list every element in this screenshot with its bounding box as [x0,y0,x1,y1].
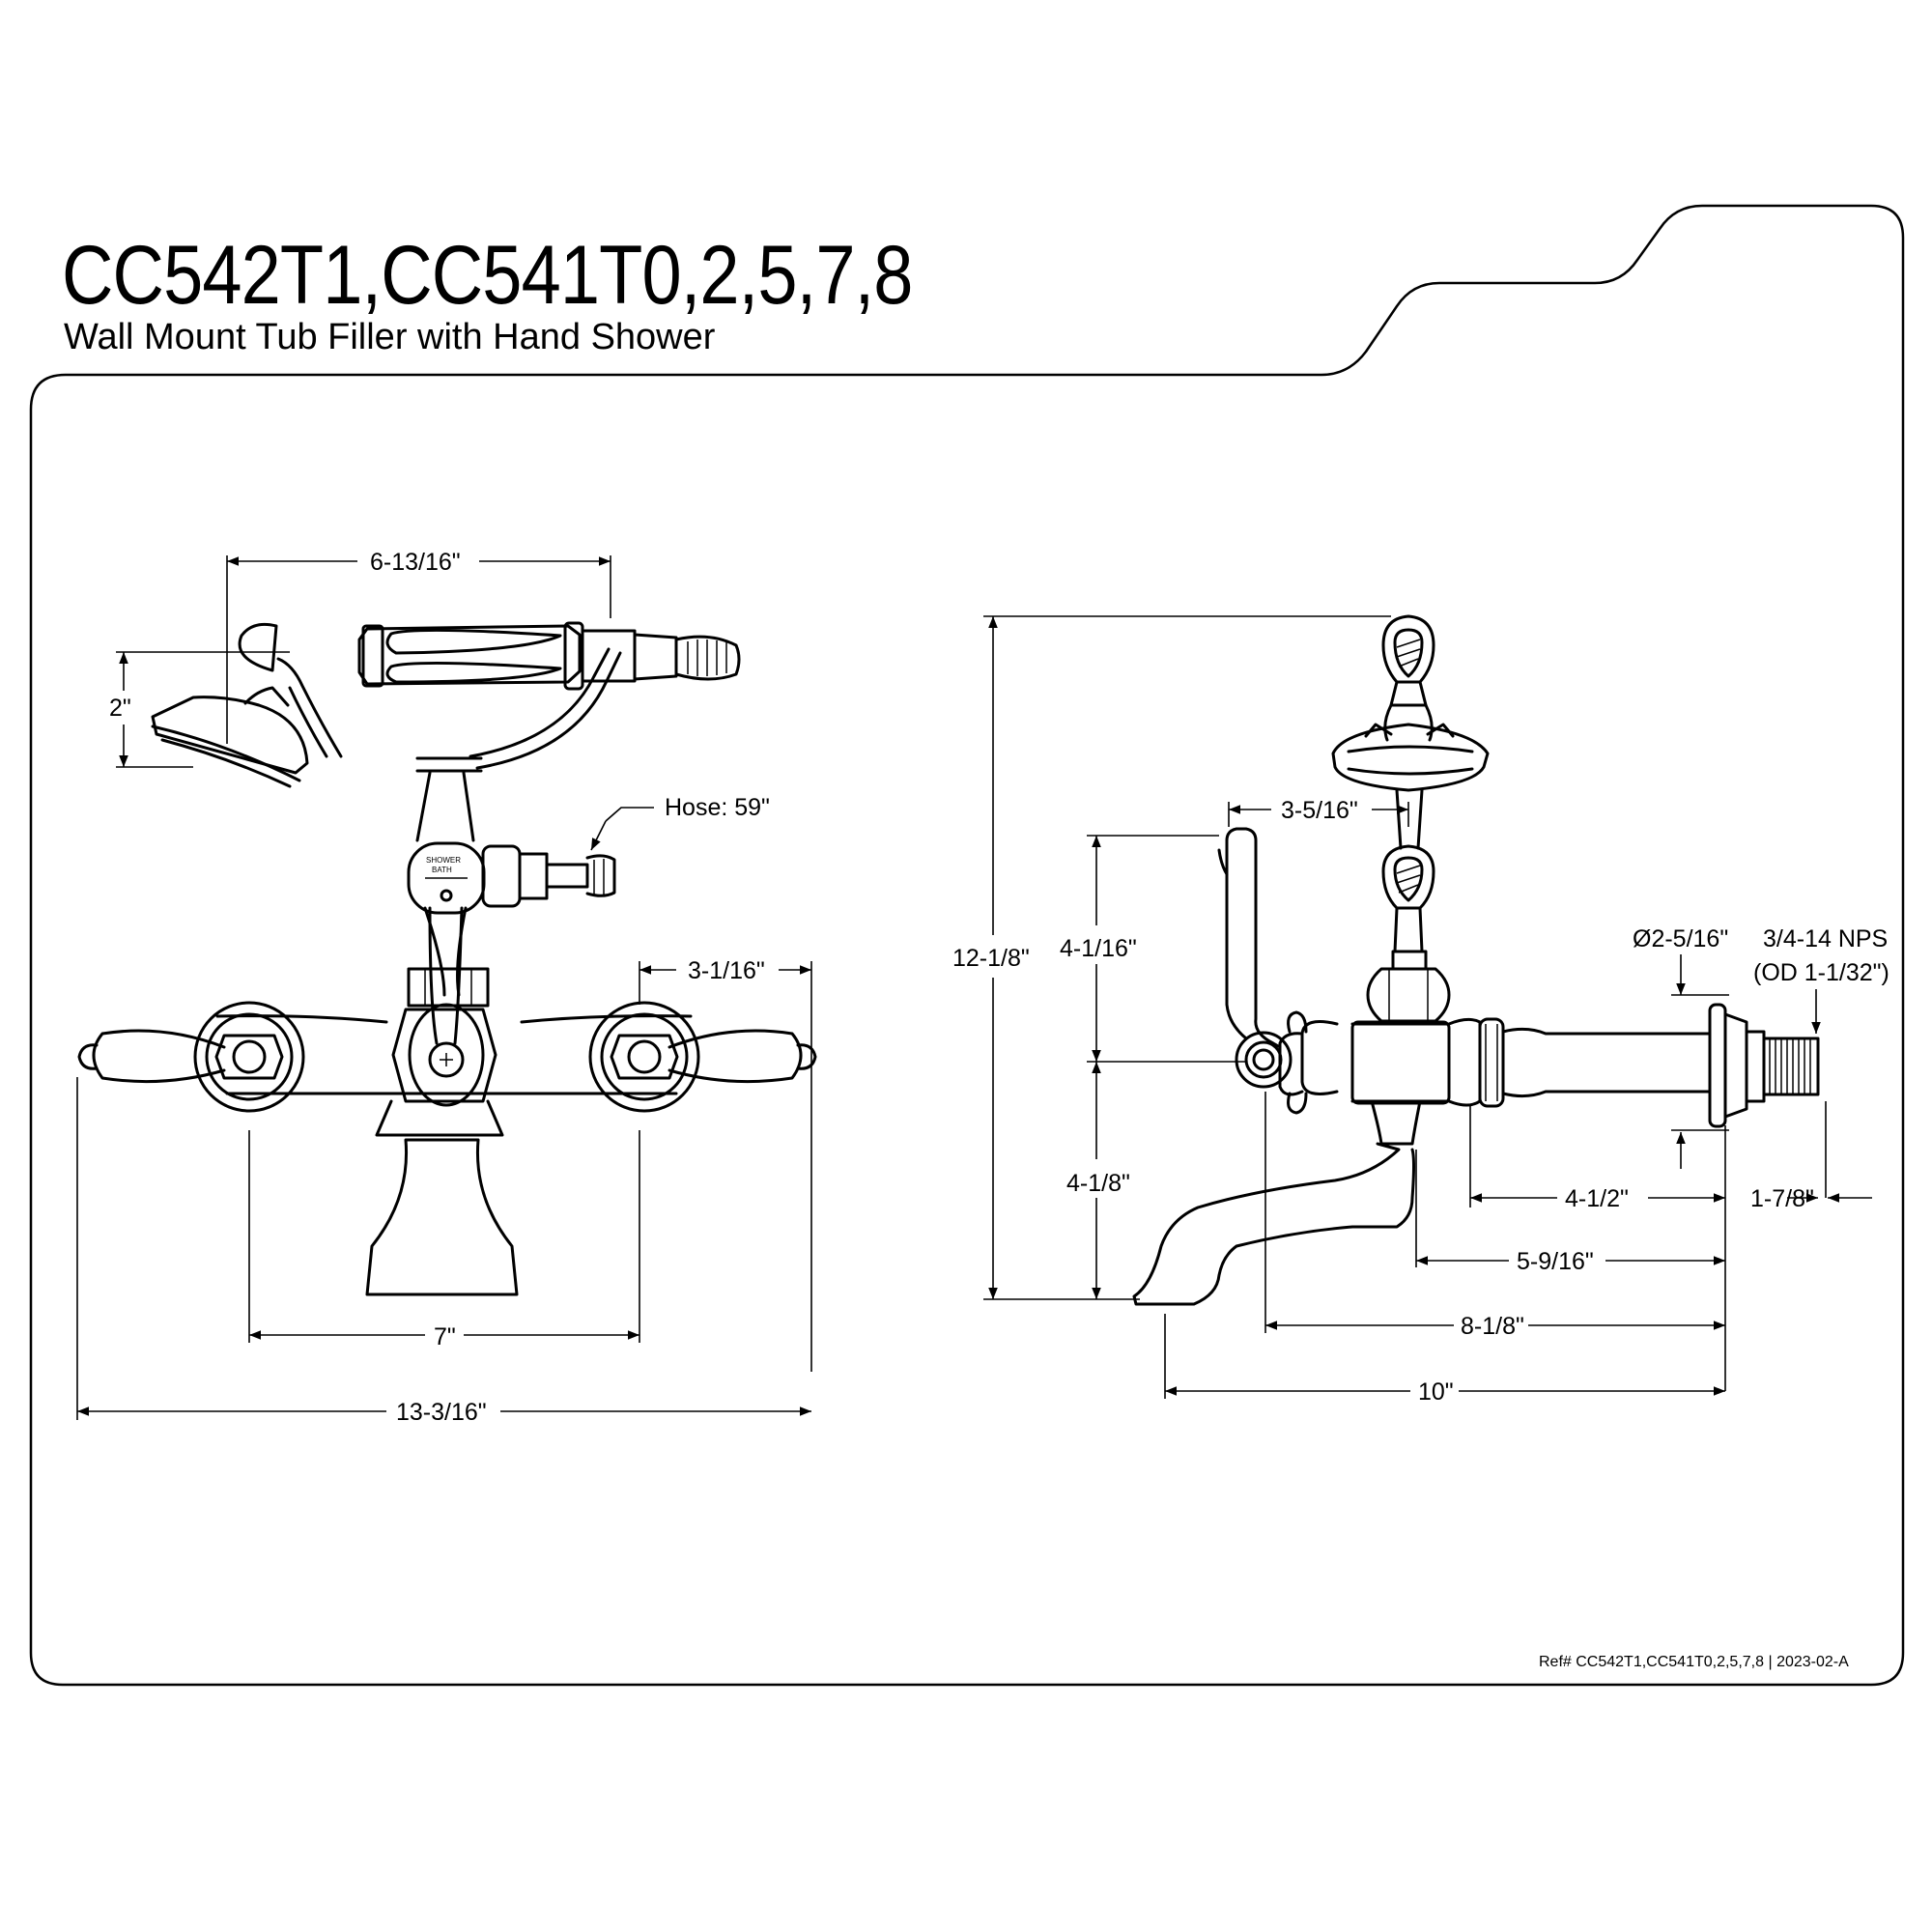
front-view-dimensions: 6-13/16" 2" Hose: 59" 3-1/16" 7" 13-3/16… [76,549,812,1426]
dim-label-4-1-16: 4-1/16" [1060,935,1137,962]
front-view: SHOWER BATH [77,621,817,1296]
drawing-frame [29,204,1905,1687]
hand-shower-head [151,696,309,775]
dim-label-12-1-8: 12-1/8" [952,945,1030,972]
side-view-dimensions: 12-1/8" 4-1/16" 4-1/8" 3-5/16" Ø2-5/16" … [952,615,1889,1406]
dim-label-3-5-16: 3-5/16" [1281,797,1358,824]
dim-label-8-1-8: 8-1/8" [1461,1313,1524,1340]
model-number-title: CC542T1,CC541T0,2,5,7,8 [62,229,913,322]
dim-label-6-13-16: 6-13/16" [370,549,461,576]
dim-label-hose: Hose: 59" [665,794,770,821]
diverter-label-bath: BATH [432,866,452,874]
diverter-label-shower: SHOWER [426,856,461,865]
dim-label-1-7-8: 1-7/8" [1750,1185,1814,1212]
reference-footer: Ref# CC542T1,CC541T0,2,5,7,8 | 2023-02-A [1539,1654,1849,1670]
dim-label-5-9-16: 5-9/16" [1517,1248,1594,1275]
dim-label-10: 10" [1418,1378,1454,1406]
dim-label-13-3-16: 13-3/16" [396,1399,487,1426]
dim-label-2: 2" [109,695,131,722]
product-description: Wall Mount Tub Filler with Hand Shower [64,317,716,357]
dim-label-flange-diameter: Ø2-5/16" [1633,925,1728,952]
spout-side [1370,1099,1422,1146]
dim-label-4-1-8: 4-1/8" [1066,1170,1130,1197]
shower-head-side [1331,723,1490,792]
spout-front [365,1138,519,1296]
handset-grip [238,622,278,672]
side-view [1132,614,1820,1306]
dim-label-thread-od: (OD 1-1/32") [1753,959,1889,986]
dim-label-7: 7" [434,1323,456,1350]
dim-label-4-1-2: 4-1/2" [1565,1185,1629,1212]
dim-label-3-1-16: 3-1/16" [688,957,765,984]
dim-label-thread-spec: 3/4-14 NPS [1763,925,1888,952]
